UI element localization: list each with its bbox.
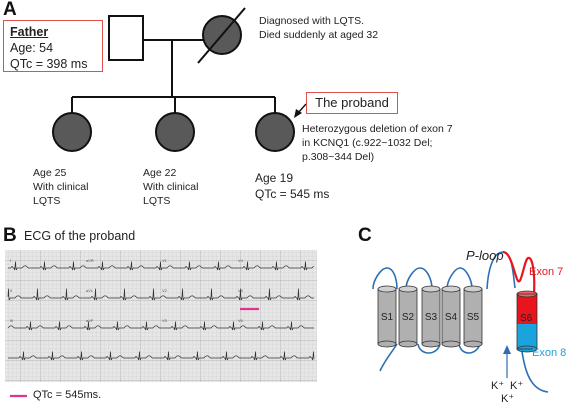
child2-age: Age 22: [143, 167, 177, 179]
ecg-lead-label: aVF: [86, 318, 94, 323]
segment-label: S1: [381, 312, 394, 323]
s6-cylinder: [516, 290, 538, 353]
ecg-trace-row: [8, 261, 315, 271]
father-info-box: Father Age: 54 QTc = 398 ms: [3, 20, 103, 72]
ecg-lead-label: aVL: [86, 288, 94, 293]
ecg-trace-row: [7, 321, 314, 331]
pedigree-chart: [52, 7, 307, 152]
father-title: Father: [10, 25, 49, 39]
ecg-traces: [7, 261, 315, 361]
proband-mutation-line3: p.308~344 Del): [302, 151, 375, 163]
ploop-label: P-loop: [466, 248, 504, 263]
child1-age: Age 25: [33, 167, 67, 179]
child2-caption: Age 22 With clinical LQTS: [143, 166, 198, 208]
segment-s3-cylinder: S3: [421, 285, 441, 348]
ecg-lead-label: II: [10, 288, 12, 293]
segment-label: S4: [445, 312, 458, 323]
father-symbol: [108, 15, 144, 61]
ecg-title: ECG of the proband: [24, 229, 136, 243]
k-ion-arrow-head: [503, 345, 511, 354]
ecg-trace-row: [7, 288, 314, 301]
child1-status-line2: LQTS: [33, 195, 61, 207]
segment-s4-cylinder: S4: [441, 285, 461, 348]
k-ion-1: K⁺: [491, 380, 505, 392]
mother-note-line2: Died suddenly at aged 32: [259, 29, 379, 41]
father-qtc: QTc = 398 ms: [10, 57, 88, 71]
qtc-legend-label: QTc = 545ms.: [33, 389, 102, 401]
proband-mutation-note: Heterozygous deletion of exon 7 in KCNQ1…: [302, 122, 453, 164]
ecg-lead-label: V4: [238, 258, 244, 263]
proband-caption: Age 19 QTc = 545 ms: [255, 170, 329, 202]
mother-note-line1: Diagnosed with LQTS.: [259, 15, 365, 27]
proband-label: The proband: [315, 95, 389, 110]
proband-arrow-head: [294, 109, 302, 118]
child1-symbol: [52, 112, 92, 152]
child1-status-line1: With clinical: [33, 181, 89, 193]
segment-label: S5: [467, 312, 480, 323]
child2-status-line1: With clinical: [143, 181, 199, 193]
s6-exon7-part: [517, 294, 537, 324]
s6-label: S6: [520, 313, 533, 324]
ecg-lead-label: V6: [238, 318, 244, 323]
exon7-label: Exon 7: [529, 266, 564, 278]
ecg-lead-label: V1: [162, 258, 168, 263]
k-ion-3: K⁺: [501, 393, 515, 405]
child2-symbol: [155, 112, 195, 152]
segment-s2-cylinder: S2: [398, 285, 418, 348]
proband-mutation-line1: Heterozygous deletion of exon 7: [302, 123, 453, 135]
proband-qtc: QTc = 545 ms: [255, 187, 330, 201]
ecg-lead-label: III: [10, 318, 13, 323]
panel-b-letter: B: [3, 225, 17, 246]
child2-status-line2: LQTS: [143, 195, 171, 207]
segment-label: S3: [425, 312, 438, 323]
ecg-lead-label: V3: [162, 318, 168, 323]
segment-s5-cylinder: S5: [463, 285, 483, 348]
p-loop: [502, 250, 536, 295]
segment-s1-cylinder: S1: [377, 285, 397, 348]
ecg-lead-label: V2: [162, 288, 168, 293]
panel-c-letter: C: [358, 225, 372, 246]
child1-caption: Age 25 With clinical LQTS: [33, 166, 88, 208]
proband-mutation-line2: in KCNQ1 (c.922~1032 Del;: [302, 137, 433, 149]
s6-exon8-part: [517, 324, 537, 349]
k-ion-2: K⁺: [510, 380, 524, 392]
exon8-label: Exon 8: [532, 347, 567, 359]
ecg-lead-label: V5: [238, 288, 244, 293]
deceased-slash: [197, 7, 246, 64]
proband-label-box: The proband: [306, 92, 398, 114]
panel-a-letter: A: [3, 0, 17, 20]
father-age: Age: 54: [10, 41, 54, 55]
proband-symbol: [255, 112, 295, 152]
ecg-lead-label: I: [10, 258, 11, 263]
segment-label: S2: [402, 312, 415, 323]
proband-age: Age 19: [255, 171, 294, 185]
mother-note: Diagnosed with LQTS. Died suddenly at ag…: [259, 14, 378, 42]
ecg-trace-row: [8, 351, 315, 361]
ecg-lead-label: aVR: [86, 258, 94, 263]
